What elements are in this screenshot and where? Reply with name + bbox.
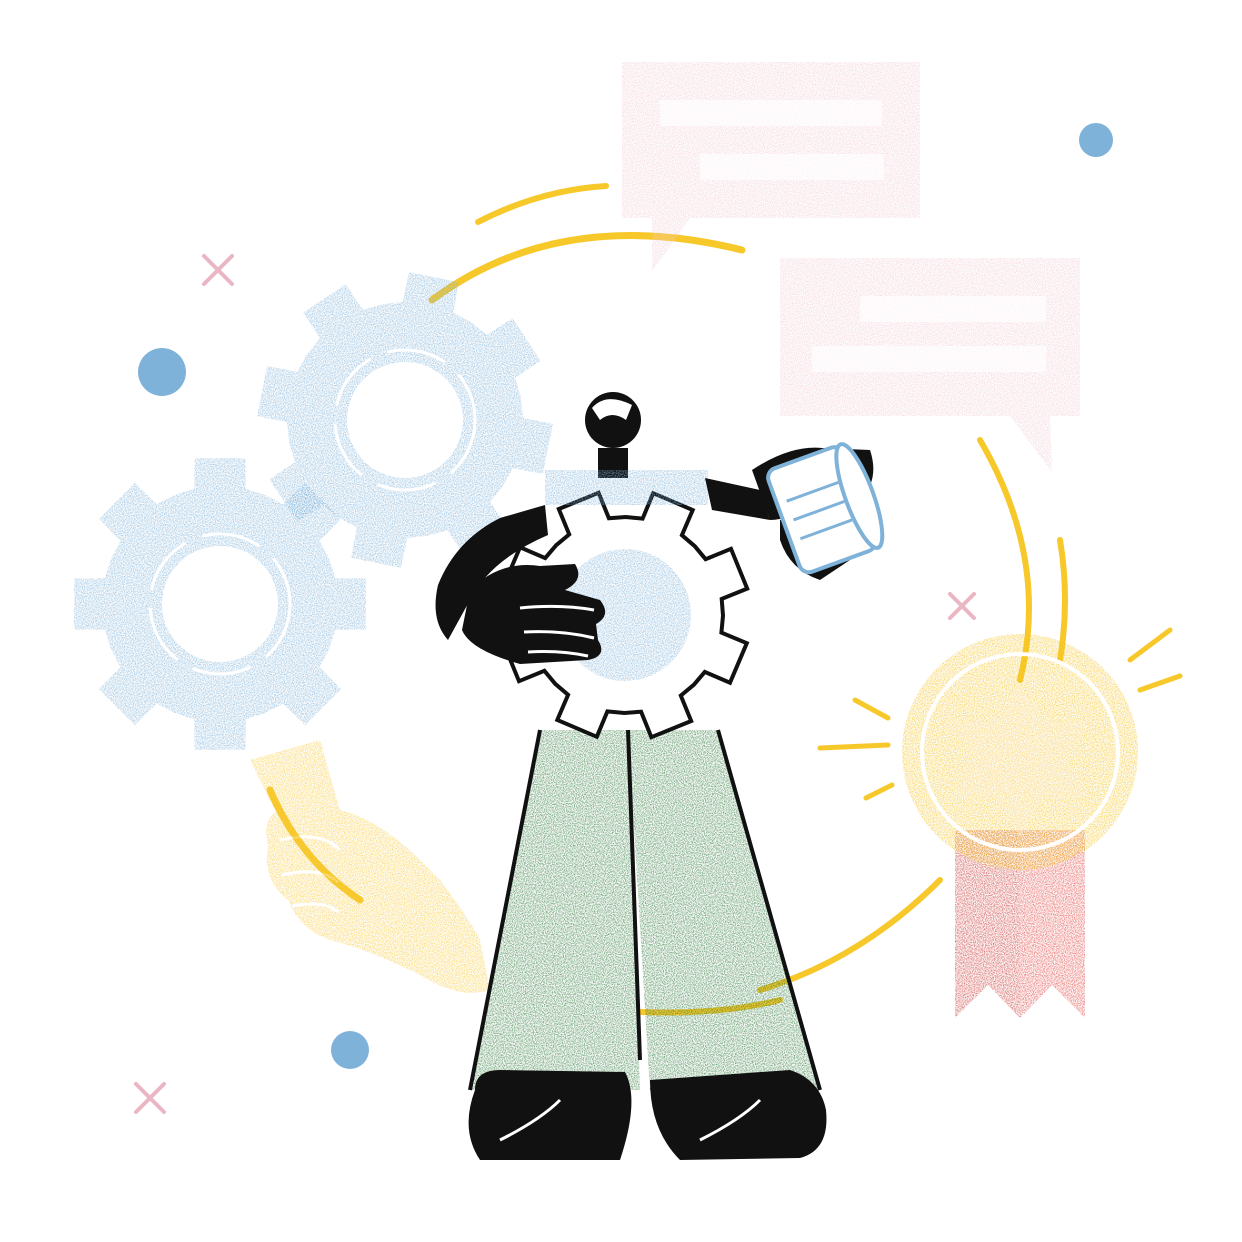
yellow-hand [250,740,490,993]
dot-icon [1079,123,1113,157]
gear-large-left [74,458,366,750]
cross-mark-icon [202,254,234,286]
award-medal [817,627,1183,1018]
person-figure [435,392,885,1160]
cross-mark-icon [948,592,976,620]
bubble-line [660,100,882,126]
pants-outline [468,729,822,1091]
bubble-line [860,296,1046,322]
shoe-left [468,1070,632,1160]
medal-rays [817,627,1183,801]
scroll-document-icon [766,442,885,575]
pants-right-leg [628,730,820,1090]
hand-left [462,564,606,664]
speech-bubble-bottom [780,258,1080,472]
pants-left-leg [470,730,640,1090]
bubble-line [700,154,884,180]
star-icon [952,686,1088,836]
dot-icon [331,1031,369,1069]
medal-ribbon [955,830,1085,1018]
gear-large-top [257,272,553,568]
arm-left [435,505,548,640]
dot-icon [138,348,186,396]
cross-mark-icon [134,1082,166,1114]
shoe-right [650,1070,827,1160]
ring-arc-top [475,183,609,225]
ring-arc-upper [428,232,746,304]
shoulders [545,470,708,505]
hand-finger-lines [279,835,342,914]
hand-icon [250,740,490,993]
arm-right [705,478,770,520]
bubble-line [812,346,1046,372]
speech-bubble-top [622,62,920,272]
